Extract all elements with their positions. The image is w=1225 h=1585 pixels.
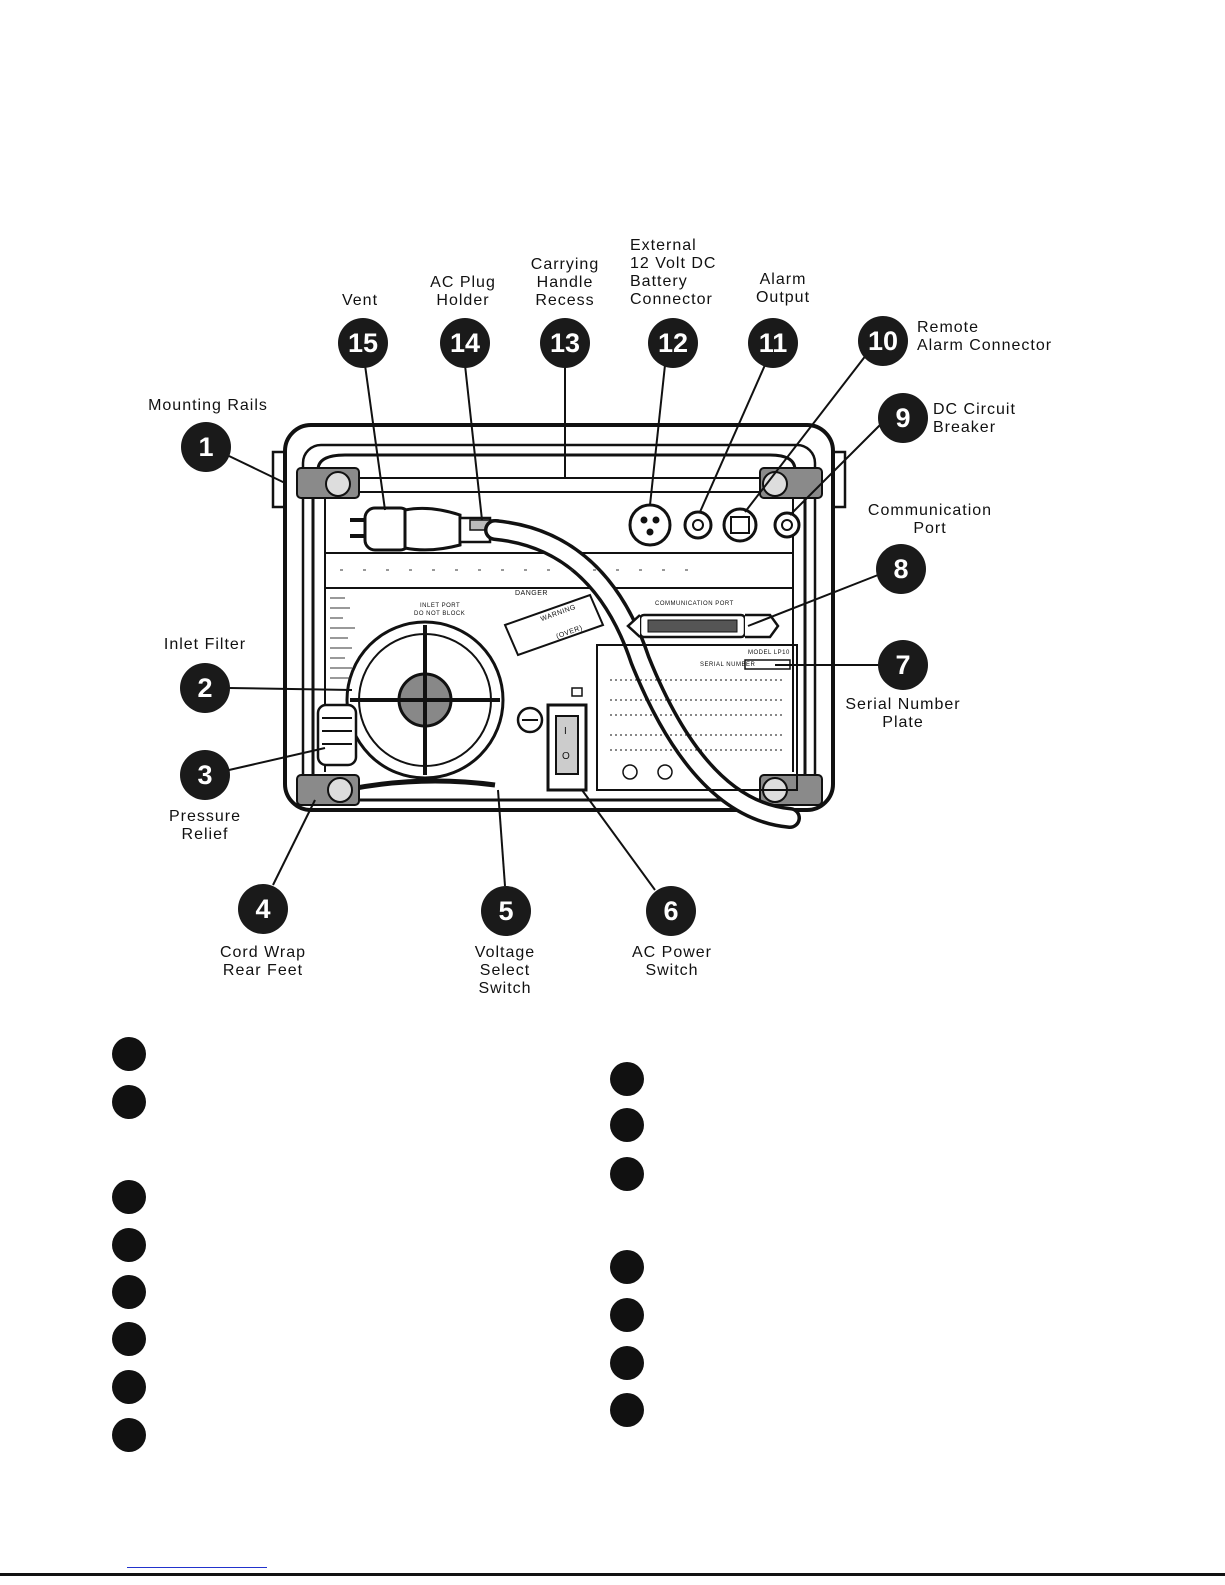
- callout-label-13: Carrying Handle Recess: [515, 256, 615, 310]
- panel-text-lines: [330, 569, 700, 679]
- callout-label-6-line-1: AC Power: [631, 944, 713, 961]
- legend-bullet: [112, 1180, 146, 1214]
- callout-label-15-line-1: Vent: [341, 292, 379, 309]
- legend-bullet: [610, 1157, 644, 1191]
- callout-label-6-line-2: Switch: [645, 962, 699, 979]
- callout-label-9: DC Circuit Breaker: [933, 401, 1016, 437]
- legend-bullet: [112, 1085, 146, 1119]
- callout-badge-1: 1: [181, 422, 231, 472]
- leader-lines: [228, 349, 881, 891]
- callout-badge-12: 12: [648, 318, 698, 368]
- callout-label-12-line-1: External: [630, 237, 697, 254]
- footer-divider: [0, 1573, 1225, 1576]
- callout-label-4-line-2: Rear Feet: [222, 962, 304, 979]
- legend-bullet: [112, 1322, 146, 1356]
- legend-bullet: [610, 1250, 644, 1284]
- panel-inlet-text-2: DO NOT BLOCK: [414, 611, 466, 617]
- legend-bullet: [610, 1298, 644, 1332]
- callout-label-7-line-2: Plate: [882, 714, 924, 731]
- callout-label-14: AC Plug Holder: [413, 274, 513, 310]
- callout-label-12-line-2: 12 Volt DC: [630, 255, 717, 272]
- callout-badge-4: 4: [238, 884, 288, 934]
- callout-label-14-line-2: Holder: [436, 292, 490, 309]
- callout-label-12-line-4: Connector: [630, 291, 713, 308]
- serial-plate-drawing: [596, 644, 798, 791]
- callout-badge-11: 11: [748, 318, 798, 368]
- legend-bullet: [610, 1108, 644, 1142]
- callout-badge-3: 3: [180, 750, 230, 800]
- callout-badge-15: 15: [338, 318, 388, 368]
- callout-label-14-line-1: AC Plug: [430, 274, 496, 291]
- callout-label-7: Serial Number Plate: [838, 696, 968, 732]
- callout-badge-7: 7: [878, 640, 928, 690]
- callout-label-13-line-3: Recess: [535, 292, 595, 309]
- callout-label-8: Communication Port: [860, 502, 1000, 538]
- callout-label-1: Mounting Rails: [138, 397, 278, 415]
- callout-label-7-line-1: Serial Number: [845, 696, 961, 713]
- callout-label-5-line-3: Switch: [478, 980, 532, 997]
- panel-switch-off-text: O: [562, 751, 571, 762]
- legend-bullet: [112, 1037, 146, 1071]
- pressure-relief-drawing: [316, 703, 358, 767]
- panel-danger-text: DANGER: [515, 590, 548, 597]
- callout-label-6: AC Power Switch: [617, 944, 727, 980]
- callout-badge-10: 10: [858, 316, 908, 366]
- callout-label-5-line-1: Voltage: [474, 944, 536, 961]
- callout-label-8-line-2: Port: [913, 520, 947, 537]
- panel-inlet-text-1: INLET PORT: [420, 603, 461, 609]
- legend-bullet: [610, 1062, 644, 1096]
- legend-bullet: [610, 1346, 644, 1380]
- legend-bullet: [112, 1275, 146, 1309]
- callout-label-10: Remote Alarm Connector: [917, 319, 1052, 355]
- callout-badge-6: 6: [646, 886, 696, 936]
- callout-label-13-line-2: Handle: [536, 274, 594, 291]
- callout-label-15: Vent: [320, 292, 400, 310]
- callout-label-4: Cord Wrap Rear Feet: [203, 944, 323, 980]
- panel-switch-on-text: I: [564, 726, 568, 737]
- callout-label-3: Pressure Relief: [155, 808, 255, 844]
- panel-model-text: MODEL LP10: [748, 650, 790, 656]
- callout-label-1-line-1: Mounting Rails: [148, 397, 268, 414]
- legend-bullet: [112, 1228, 146, 1262]
- top-connectors: [628, 503, 801, 547]
- power-cord-inner: [487, 522, 798, 826]
- callout-label-11-line-2: Output: [755, 289, 811, 306]
- callout-badge-9: 9: [878, 393, 928, 443]
- callout-label-2: Inlet Filter: [145, 636, 265, 654]
- callout-label-11: Alarm Output: [733, 271, 833, 307]
- callout-badge-14: 14: [440, 318, 490, 368]
- switch-area-drawing: [516, 687, 588, 792]
- callout-label-5-line-2: Select: [479, 962, 531, 979]
- inlet-filter-drawing: [345, 620, 505, 780]
- ac-plug: [350, 506, 499, 552]
- callout-badge-13: 13: [540, 318, 590, 368]
- callout-label-13-line-1: Carrying: [530, 256, 600, 273]
- callout-label-3-line-1: Pressure: [168, 808, 242, 825]
- callout-label-11-line-1: Alarm: [759, 271, 807, 288]
- callout-label-12-line-3: Battery: [630, 273, 688, 290]
- panel-communication-port-text: COMMUNICATION PORT: [655, 601, 734, 607]
- callout-label-5: Voltage Select Switch: [455, 944, 555, 998]
- callout-badge-8: 8: [876, 544, 926, 594]
- warning-tag-drawing: [503, 593, 605, 657]
- callout-label-3-line-2: Relief: [181, 826, 229, 843]
- communication-port-connector: [626, 613, 780, 639]
- callout-label-2-line-1: Inlet Filter: [163, 636, 247, 653]
- legend-bullet: [112, 1370, 146, 1404]
- legend-bullet: [112, 1418, 146, 1452]
- callout-label-10-line-2: Alarm Connector: [917, 337, 1053, 354]
- callout-label-10-line-1: Remote: [917, 319, 980, 336]
- callout-label-12: External 12 Volt DC Battery Connector: [630, 237, 716, 309]
- callout-label-4-line-1: Cord Wrap: [219, 944, 307, 961]
- callout-label-9-line-2: Breaker: [933, 419, 997, 436]
- callout-label-9-line-1: DC Circuit: [933, 401, 1016, 418]
- callout-label-8-line-1: Communication: [867, 502, 993, 519]
- legend-bullet: [610, 1393, 644, 1427]
- callout-badge-2: 2: [180, 663, 230, 713]
- footer-link-underline: [127, 1567, 267, 1568]
- callout-badge-5: 5: [481, 886, 531, 936]
- panel-serial-text: SERIAL NUMBER: [700, 662, 756, 668]
